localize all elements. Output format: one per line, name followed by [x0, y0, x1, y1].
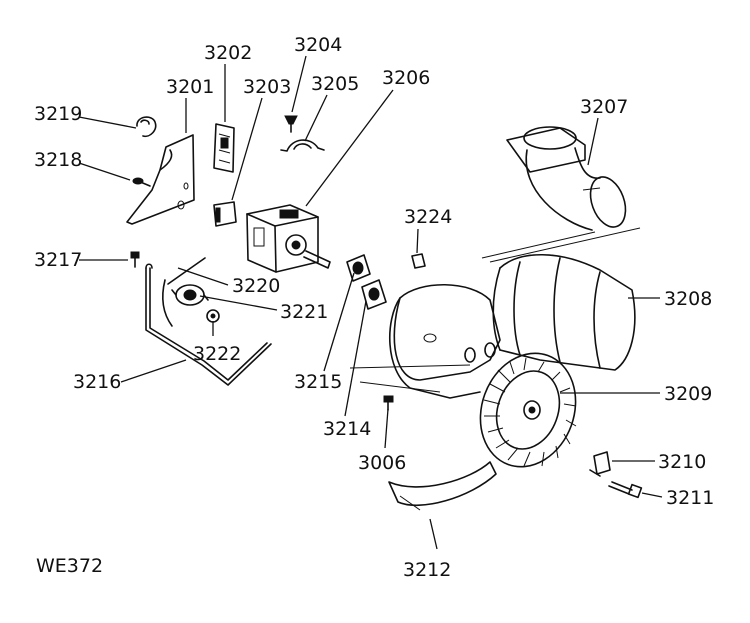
part-3215-bearing: [346, 254, 371, 282]
leader-3206: [305, 89, 394, 207]
part-3217-screw: [130, 251, 140, 268]
label-3202: 3202: [204, 42, 252, 64]
leader-3216: [120, 359, 187, 383]
part-3206-motor: [246, 204, 331, 273]
part-3209-blower-wheel: [479, 352, 577, 468]
part-3211-bolt: [608, 481, 643, 499]
leader-3218: [78, 162, 131, 181]
label-3208: 3208: [664, 288, 712, 310]
part-3203-terminal: [213, 201, 237, 227]
label-3201: 3201: [166, 76, 214, 98]
leader-3211: [641, 492, 663, 498]
part-3212-shield: [388, 461, 497, 511]
leader-3207: [587, 117, 599, 166]
leader-3219: [78, 116, 137, 129]
leader-3220: [177, 267, 229, 286]
part-3220-spring: [162, 257, 206, 327]
leader-3212: [429, 518, 438, 550]
label-3220: 3220: [232, 275, 280, 297]
part-3218-screw: [132, 177, 151, 187]
label-3212: 3212: [403, 559, 451, 581]
leader-3214: [344, 300, 367, 417]
part-3221-pulley: [171, 284, 209, 306]
label-3216: 3216: [73, 371, 121, 393]
leader-3215: [323, 272, 355, 372]
label-3206: 3206: [382, 67, 430, 89]
part-3006-screw: [383, 395, 394, 411]
part-3202-switch: [213, 123, 235, 173]
label-3204: 3204: [294, 34, 342, 56]
part-3208-duct: [481, 227, 641, 371]
leader-3224: [416, 228, 419, 254]
label-3221: 3221: [280, 301, 328, 323]
label-3217: 3217: [34, 249, 82, 271]
label-3205: 3205: [311, 73, 359, 95]
blower-housing: [349, 283, 501, 399]
label-3219: 3219: [34, 103, 82, 125]
part-3204-screw: [284, 115, 298, 133]
part-3205-clamp: [280, 139, 325, 152]
label-3214: 3214: [323, 418, 371, 440]
part-3216-rod: [145, 263, 272, 386]
part-3222-nut: [206, 309, 220, 323]
label-3222: 3222: [193, 343, 241, 365]
label-3207: 3207: [580, 96, 628, 118]
label-3006: 3006: [358, 452, 406, 474]
label-3215: 3215: [294, 371, 342, 393]
leader-3205: [304, 94, 328, 142]
part-3214-bearing: [361, 279, 387, 310]
part-3219-clip: [136, 116, 157, 138]
leader-3203: [231, 97, 263, 201]
label-3224: 3224: [404, 206, 452, 228]
label-3210: 3210: [658, 451, 706, 473]
leader-3204: [291, 55, 307, 113]
part-3210-clip: [589, 451, 611, 477]
diagram-code: WE372: [36, 555, 103, 577]
label-3203: 3203: [243, 76, 291, 98]
leader-3006: [384, 408, 389, 449]
label-3218: 3218: [34, 149, 82, 171]
part-3207-duct-elbow: [506, 126, 627, 231]
label-3211: 3211: [666, 487, 714, 509]
leader-3221: [199, 295, 278, 311]
part-3201-bracket: [126, 134, 195, 225]
part-3224-clip: [411, 253, 426, 269]
label-3209: 3209: [664, 383, 712, 405]
